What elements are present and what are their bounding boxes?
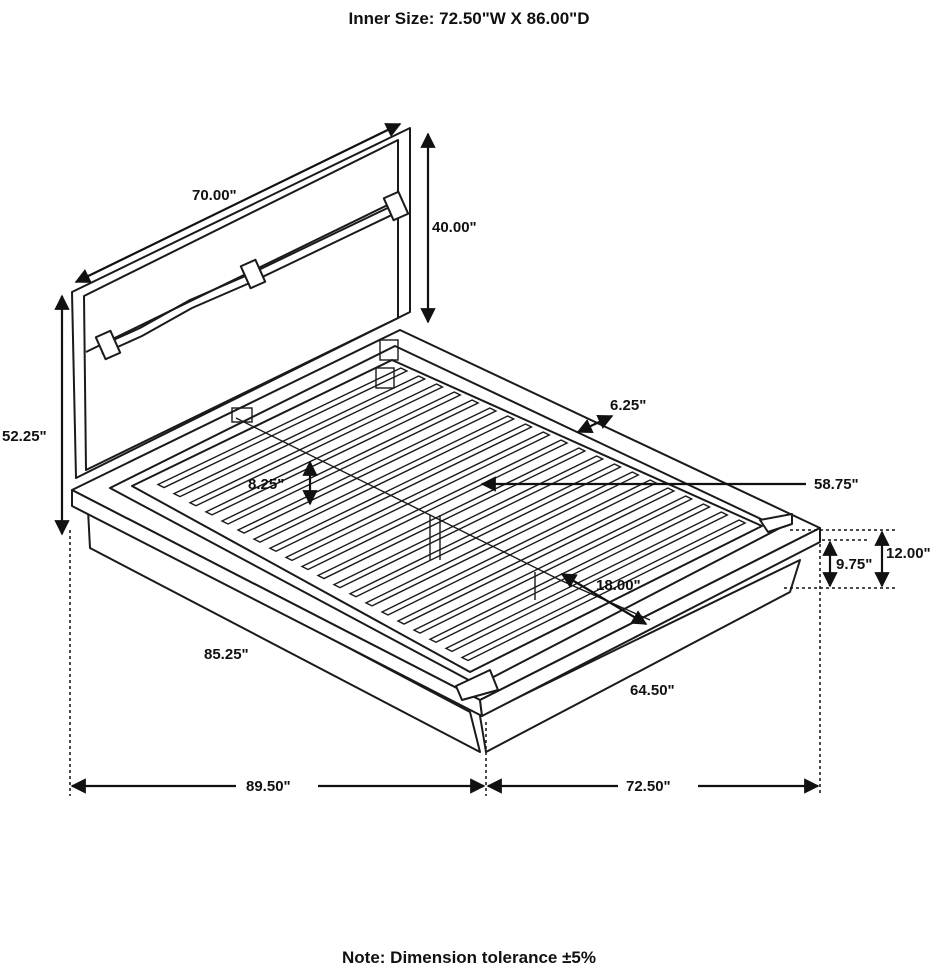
label-foot-width: 64.50" xyxy=(630,682,675,699)
slat xyxy=(252,415,516,543)
slats-group xyxy=(156,367,747,662)
label-rail-length: 85.25" xyxy=(204,646,249,663)
base-right-face xyxy=(479,559,801,753)
dim-side-rail-width xyxy=(576,414,614,434)
head-bracket-left xyxy=(231,407,253,423)
dimension-labels: 70.00" 40.00" 52.25" 6.25" 8.25" 58.75" … xyxy=(2,187,931,795)
slat xyxy=(300,439,569,571)
label-leg-setback: 18.00" xyxy=(596,577,641,594)
head-bracket-top xyxy=(379,339,399,361)
tolerance-note: Note: Dimension tolerance ±5% xyxy=(342,948,596,967)
slat xyxy=(284,431,551,562)
slat xyxy=(188,383,445,507)
label-side-length: 58.75" xyxy=(814,476,859,493)
label-platform-height: 12.00" xyxy=(886,545,931,562)
slat xyxy=(348,463,623,598)
dim-headboard-width xyxy=(74,123,402,283)
label-headboard-width: 70.00" xyxy=(192,187,237,204)
slat xyxy=(268,423,534,553)
strap-buckle-1 xyxy=(94,329,122,361)
slat xyxy=(220,399,480,525)
label-slat-clearance: 8.25" xyxy=(248,476,284,493)
label-overall-width: 72.50" xyxy=(626,778,671,795)
foot-notch xyxy=(455,669,499,701)
slat xyxy=(396,487,676,625)
inner-size-title: Inner Size: 72.50"W X 86.00"D xyxy=(349,9,590,28)
foot-right-notch xyxy=(759,513,793,533)
dimension-lines xyxy=(54,123,896,796)
label-rail-height: 9.75" xyxy=(836,556,872,573)
slat xyxy=(204,391,462,516)
slat xyxy=(428,503,712,644)
label-headboard-height: 40.00" xyxy=(432,219,477,236)
label-overall-height: 52.25" xyxy=(2,428,47,445)
slat xyxy=(156,367,409,489)
slat xyxy=(332,455,605,589)
label-overall-length: 89.50" xyxy=(246,778,291,795)
dim-leg-setback xyxy=(560,573,648,625)
slat xyxy=(172,375,427,498)
label-side-rail-width: 6.25" xyxy=(610,397,646,414)
platform-right-edge xyxy=(479,527,821,717)
slat xyxy=(364,471,640,607)
slat xyxy=(412,495,694,634)
head-bracket-mid xyxy=(375,367,395,389)
